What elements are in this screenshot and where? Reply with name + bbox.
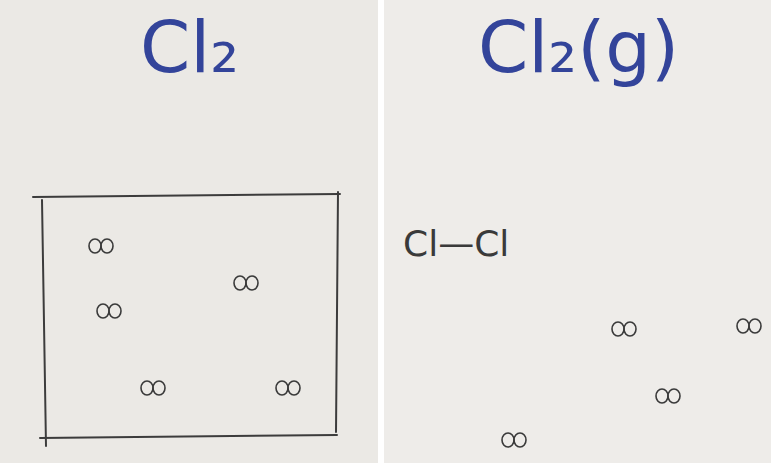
cl2-molecule [276, 381, 300, 395]
cl2-molecule [502, 433, 526, 447]
cl2-molecule [89, 239, 113, 253]
box-edge [336, 192, 338, 432]
cl2-molecule [141, 381, 165, 395]
container-box [33, 192, 340, 446]
formula-heading: Cl₂(g) [478, 8, 679, 87]
right-photo [384, 0, 771, 463]
cl2-molecule [97, 304, 121, 318]
left-photo [0, 0, 378, 463]
molecules [89, 239, 761, 447]
cl2-molecule [612, 322, 636, 336]
box-edge [42, 200, 46, 446]
box-edge [33, 194, 340, 197]
structural-formula: Cl—Cl [403, 224, 509, 264]
cl2-molecule [737, 319, 761, 333]
formula-heading: Cl₂ [140, 8, 239, 87]
box-edge [40, 435, 337, 438]
cl2-molecule [234, 276, 258, 290]
cl2-molecule [656, 389, 680, 403]
